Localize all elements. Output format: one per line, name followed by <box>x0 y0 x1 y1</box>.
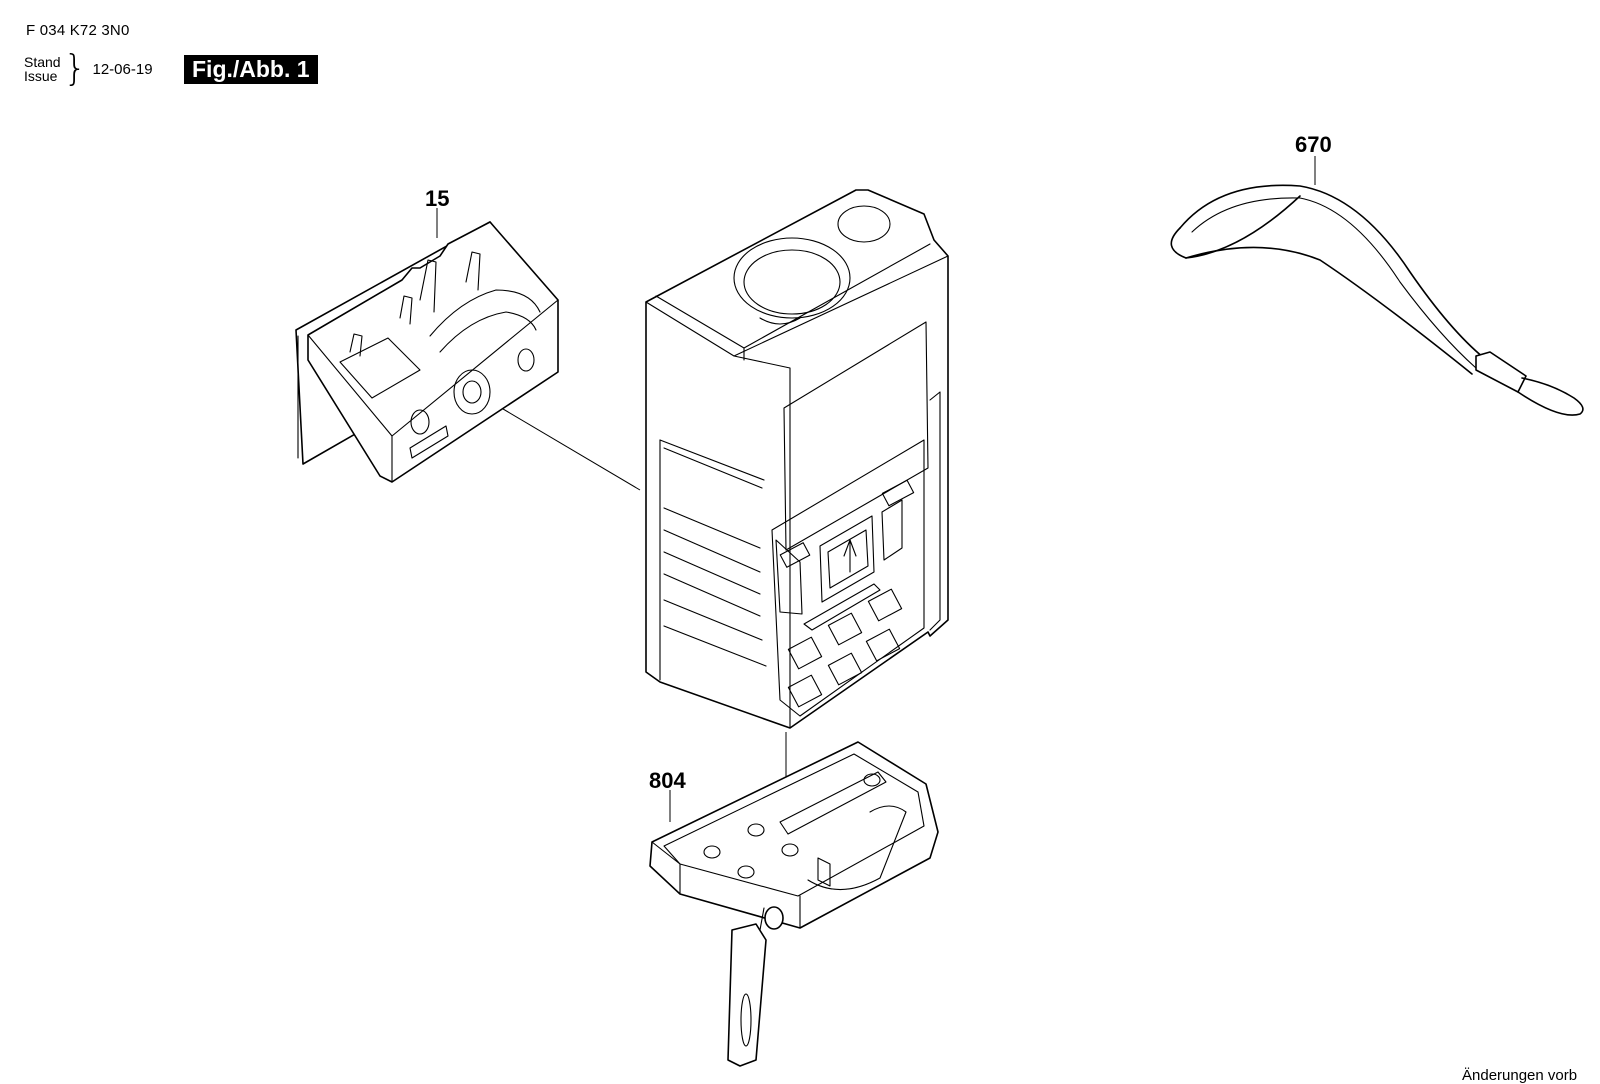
part-number-670: 670 <box>1295 132 1332 157</box>
footer-note: Änderungen vorb <box>1462 1067 1578 1084</box>
document-number: F 034 K72 3N0 <box>26 22 130 39</box>
measuring-device-housing <box>645 189 949 729</box>
figure-label: Fig./Abb. 1 <box>184 55 318 84</box>
stand-label: Stand <box>24 54 61 70</box>
part-number-804: 804 <box>649 768 686 793</box>
brace-glyph: } <box>63 48 87 89</box>
issue-label: Issue <box>24 68 58 84</box>
stand-issue-labels: Stand Issue <box>24 55 61 83</box>
end-piece-part-804 <box>649 741 939 1067</box>
stand-issue-block: Stand Issue } 12-06-19 <box>24 48 153 89</box>
battery-cover-part-15 <box>295 221 559 483</box>
wrist-strap-part-670 <box>1170 184 1584 416</box>
issue-date: 12-06-19 <box>92 60 153 78</box>
part-number-15: 15 <box>425 186 450 211</box>
